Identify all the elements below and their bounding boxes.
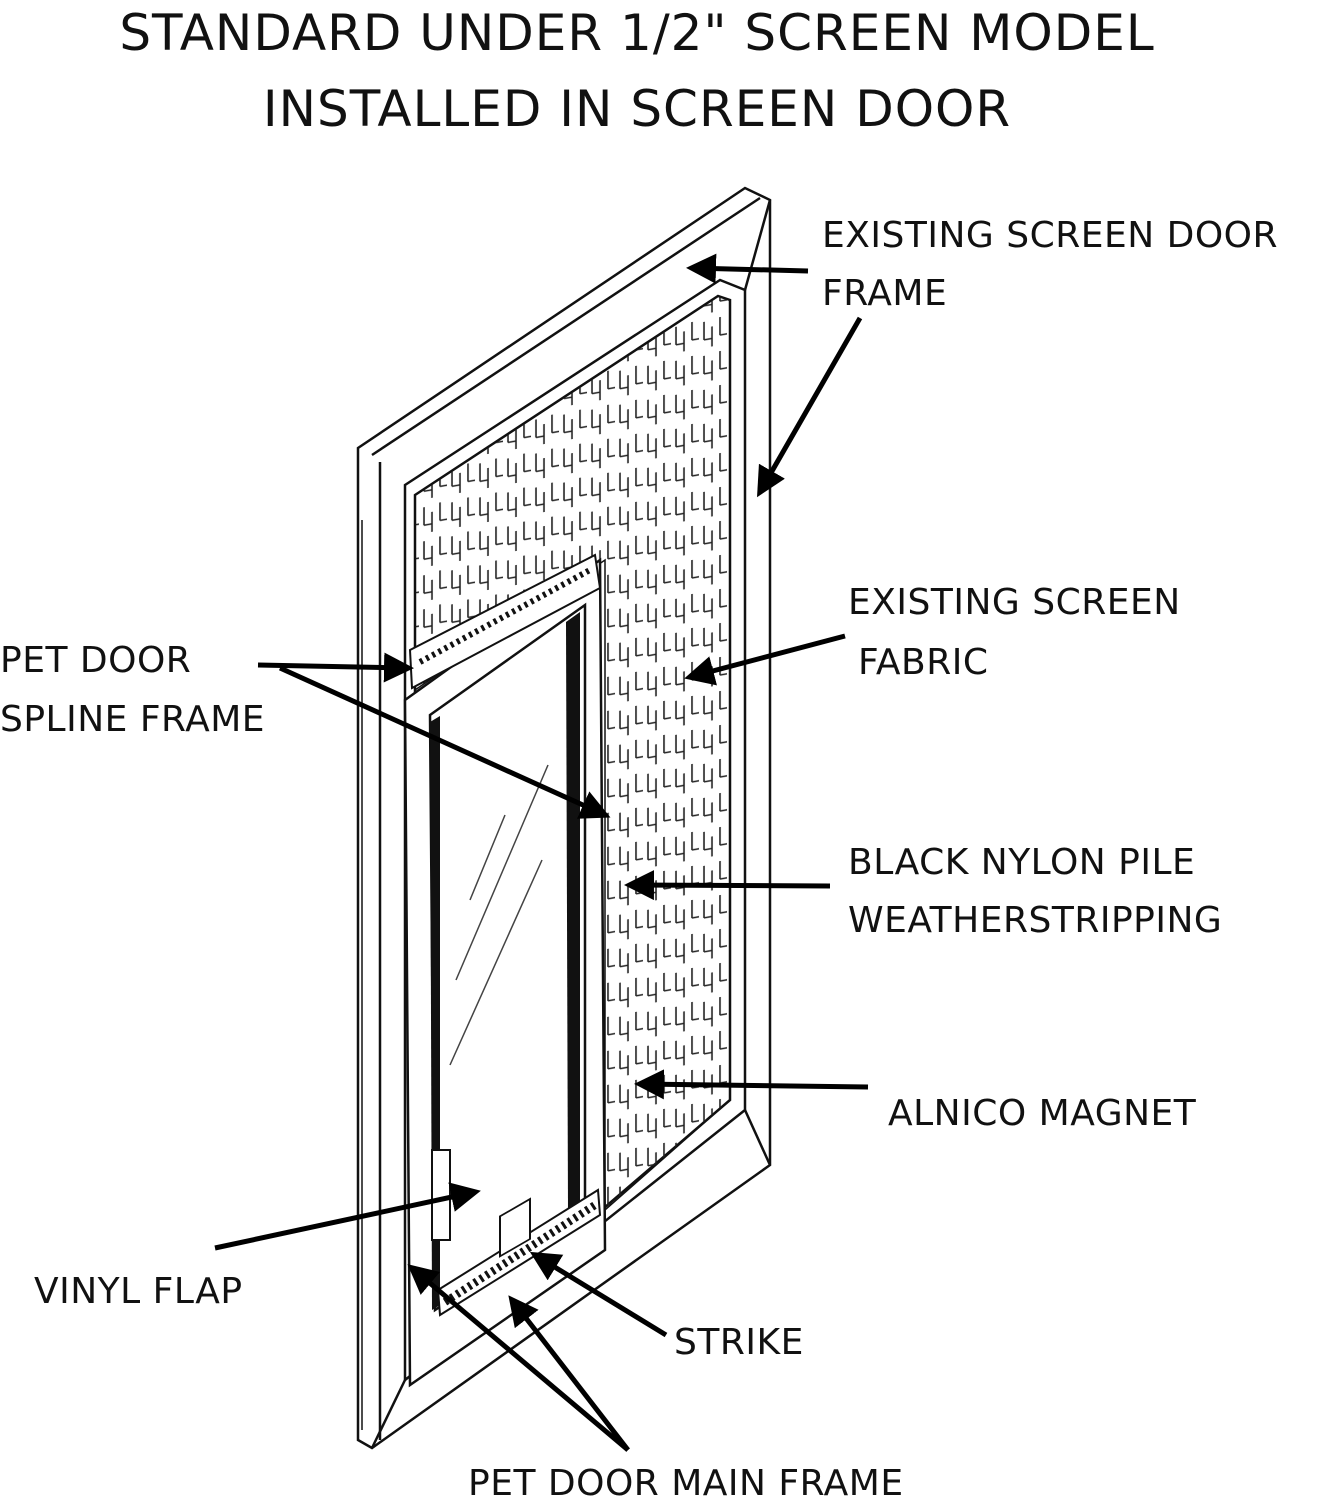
arrow-existing-frame-top (686, 253, 809, 284)
bottom-strip (436, 1188, 602, 1317)
label-spline-line2: SPLINE FRAME (0, 699, 266, 740)
arrow-strike (529, 1251, 668, 1338)
label-main-frame: PET DOOR MAIN FRAME (468, 1463, 904, 1504)
hinge (431, 1149, 451, 1241)
title-line-1: STANDARD UNDER 1/2" SCREEN MODEL (119, 4, 1155, 62)
label-existing-frame-line1: EXISTING SCREEN DOOR (822, 215, 1279, 256)
vinyl-flap (449, 764, 549, 1066)
label-magnet: ALNICO MAGNET (888, 1093, 1197, 1134)
label-nylon-line2: WEATHERSTRIPPING (848, 900, 1223, 941)
arrow-vinyl-flap (214, 1182, 481, 1251)
label-existing-frame-line2: FRAME (822, 273, 948, 314)
arrow-main-frame-left (407, 1264, 630, 1452)
label-strike: STRIKE (674, 1322, 804, 1363)
label-screen-fabric-line2: FABRIC (858, 642, 989, 683)
arrow-existing-frame-side (757, 316, 863, 498)
arrow-nylon-pile (624, 870, 831, 901)
label-vinyl-flap: VINYL FLAP (34, 1271, 243, 1312)
label-nylon-line1: BLACK NYLON PILE (848, 842, 1196, 883)
title-line-2: INSTALLED IN SCREEN DOOR (262, 80, 1012, 138)
strike-plate (499, 1197, 531, 1258)
arrow-spline-lower (278, 665, 611, 819)
label-spline-line1: PET DOOR (0, 640, 192, 681)
arrow-screen-fabric (684, 633, 846, 686)
label-screen-fabric-line1: EXISTING SCREEN (848, 582, 1181, 623)
arrow-magnet (634, 1069, 869, 1100)
arrow-main-frame-right (508, 1295, 630, 1452)
arrow-spline-upper (257, 652, 414, 683)
